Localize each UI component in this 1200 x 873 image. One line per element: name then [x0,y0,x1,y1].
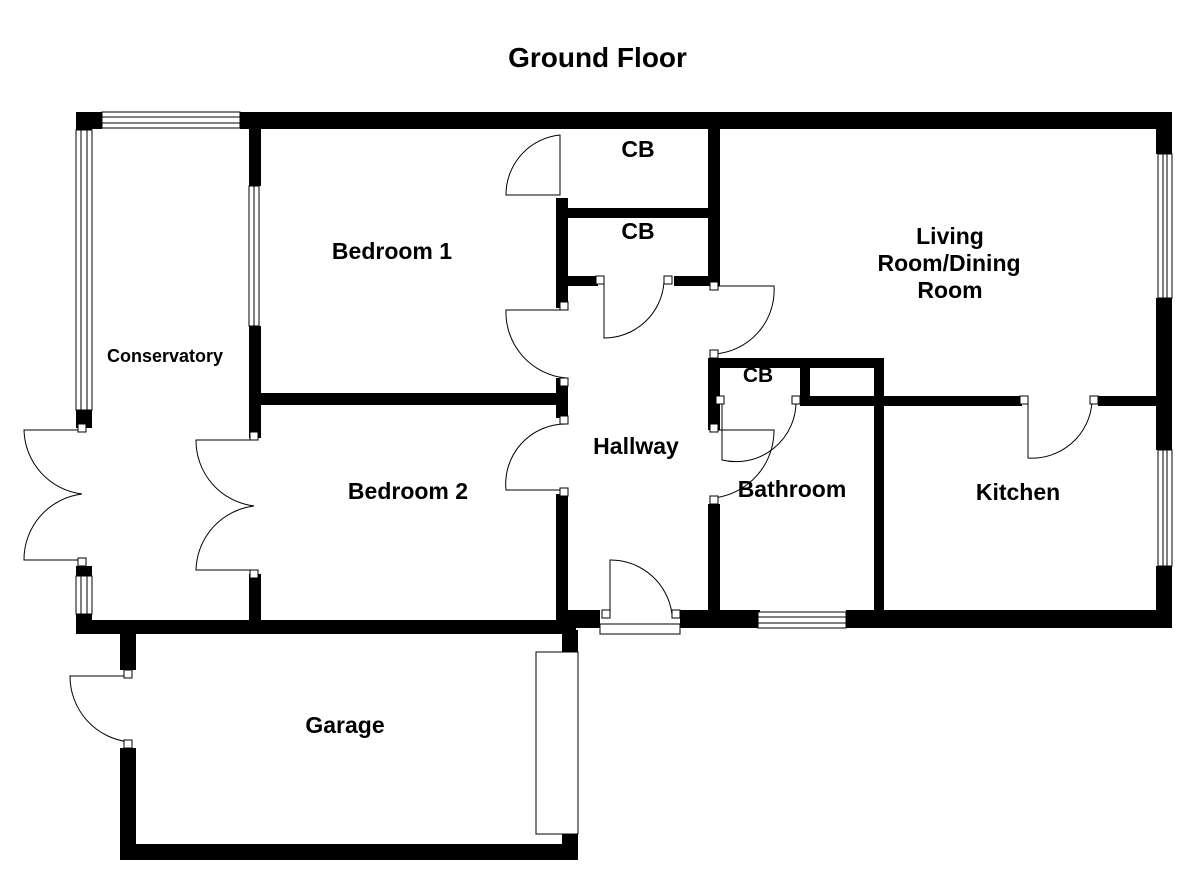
label-living-line-1: Living [916,223,984,249]
window-kitchen [1157,449,1173,567]
door-cb2 [603,281,665,339]
room-labels: Conservatory Bedroom 1 Bedroom 2 CB CB C… [107,136,1060,738]
door-front [609,559,673,615]
door-bedroom1 [505,309,567,379]
door-bathroom [713,429,775,499]
door-cb1 [505,134,561,196]
door-bedroom2-outer-top [195,439,255,507]
door-garage-side [69,675,131,743]
front-door-threshold [599,623,681,635]
door-kitchen [1027,401,1093,459]
label-kitchen: Kitchen [976,479,1060,505]
door-bedroom2 [505,423,567,491]
garage-door [535,651,579,835]
label-cb-1: CB [621,136,654,162]
label-conservatory: Conservatory [107,346,223,366]
window-top-conservatory [101,111,241,129]
label-garage: Garage [305,712,384,738]
label-living-line-2: Room/Dining [877,250,1020,276]
door-bedroom2-outer-bottom [195,505,255,571]
doors [23,134,1099,749]
label-living-line-3: Room [917,277,982,303]
window-bathroom [757,611,847,629]
window-left-conservatory [75,129,93,411]
door-living [713,285,775,355]
outer-walls [76,112,1172,860]
floor-title: Ground Floor [508,42,687,73]
label-cb-3: CB [743,364,773,387]
windows [75,111,1173,835]
door-conservatory-outer-top [23,429,83,495]
window-conservatory-small [75,575,93,615]
interior-walls [249,128,1160,626]
label-hallway: Hallway [593,433,679,459]
label-bedroom-1: Bedroom 1 [332,238,452,264]
window-living [1157,153,1173,299]
label-cb-2: CB [621,218,654,244]
door-cb3 [721,399,797,463]
label-bathroom: Bathroom [738,476,847,502]
label-bedroom-2: Bedroom 2 [348,478,468,504]
door-conservatory-outer-bottom [23,493,83,561]
